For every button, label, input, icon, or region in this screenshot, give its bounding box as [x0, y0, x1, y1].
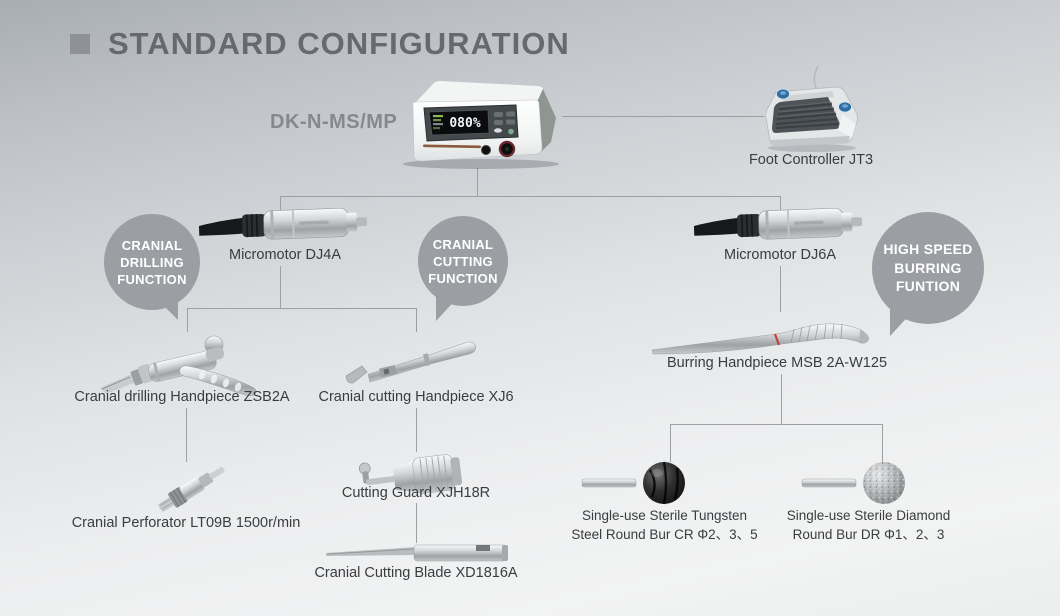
cutting-handpiece-image — [345, 341, 476, 384]
connector-zsb2a-drop — [187, 308, 188, 332]
cutting-guard-label: Cutting Guard XJH18R — [341, 485, 491, 501]
burring-badge-line2: BURRING — [894, 259, 962, 276]
unit-display-value: 080% — [449, 116, 480, 131]
connector-dj4a-split-stem — [280, 266, 281, 308]
connector-dj6a-drop — [780, 196, 781, 210]
title-bullet-square — [70, 34, 90, 54]
drilling-function-badge: CRANIAL DRILLING FUNCTION — [104, 214, 200, 310]
cutting-guard-image — [358, 454, 463, 494]
diamond-bur-label-line1: Single-use Sterile Diamond — [786, 508, 951, 523]
connector-xj6-drop — [416, 308, 417, 332]
burring-badge-line3: FUNTION — [895, 278, 961, 295]
connector-msb-drop — [780, 266, 781, 312]
micromotor-dj4a-image — [196, 199, 370, 251]
connector-dj4a-split-branch — [187, 308, 417, 309]
micromotor-dj4a-label: Micromotor DJ4A — [229, 247, 341, 263]
drilling-badge-line1: CRANIAL — [121, 237, 183, 253]
perforator-label: Cranial Perforator LT09B 1500r/min — [71, 515, 301, 531]
cutting-blade-label: Cranial Cutting Blade XD1816A — [314, 565, 518, 581]
cutting-badge-line3: FUNCTION — [428, 270, 498, 286]
micromotor-dj6a-image — [691, 199, 865, 251]
cutting-badge-line2: CUTTING — [433, 253, 493, 269]
diamond-bur-label: Single-use Sterile Diamond Round Bur DR … — [766, 506, 971, 544]
diamond-bur-image — [801, 462, 905, 504]
connector-unit-footcontroller — [562, 116, 764, 117]
tungsten-bur-label-line2: Steel Round Bur CR Φ2、3、5 — [571, 527, 758, 542]
cutting-function-badge: CRANIAL CUTTING FUNCTION — [418, 216, 508, 306]
perforator-image — [158, 467, 225, 512]
connector-perforator-drop — [186, 408, 187, 462]
tungsten-bur-label-line1: Single-use Sterile Tungsten — [581, 508, 748, 523]
tungsten-bur-label: Single-use Sterile Tungsten Steel Round … — [562, 506, 767, 544]
connector-guard-drop — [416, 408, 417, 452]
tungsten-bur-image — [581, 461, 685, 505]
connector-bur-stem — [781, 374, 782, 424]
cutting-badge-line1: CRANIAL — [432, 236, 494, 252]
diamond-bur-label-line2: Round Bur DR Φ1、2、3 — [792, 527, 945, 542]
micromotor-dj6a-label: Micromotor DJ6A — [724, 247, 836, 263]
burring-handpiece-image — [651, 323, 870, 355]
main-unit-model-label: DK-N-MS/MP — [270, 111, 398, 133]
connector-tungsten-bur-drop — [670, 424, 671, 462]
section-header: STANDARD CONFIGURATION — [70, 26, 570, 62]
control-unit-image: 080% — [403, 81, 559, 169]
burring-function-badge: HIGH SPEED BURRING FUNTION — [872, 212, 984, 324]
burring-handpiece-label: Burring Handpiece MSB 2A-W125 — [666, 355, 888, 371]
connector-bur-branch — [670, 424, 882, 425]
cutting-blade-image — [326, 544, 508, 562]
connector-blade-drop — [416, 503, 417, 543]
drilling-handpiece-label: Cranial drilling Handpiece ZSB2A — [74, 389, 290, 405]
foot-controller-label: Foot Controller JT3 — [748, 152, 874, 168]
connector-dj4a-drop — [280, 196, 281, 210]
connector-unit-trunk — [477, 168, 478, 196]
cutting-handpiece-label: Cranial cutting Handpiece XJ6 — [318, 389, 514, 405]
connector-diamond-bur-drop — [882, 424, 883, 462]
drilling-handpiece-image — [100, 335, 257, 397]
drilling-badge-line2: DRILLING — [120, 254, 184, 270]
page-title: STANDARD CONFIGURATION — [108, 26, 570, 61]
foot-controller-image — [765, 65, 858, 152]
burring-badge-line1: HIGH SPEED — [883, 241, 973, 258]
drilling-badge-line3: FUNCTION — [117, 271, 187, 287]
connector-main-branch — [280, 196, 780, 197]
